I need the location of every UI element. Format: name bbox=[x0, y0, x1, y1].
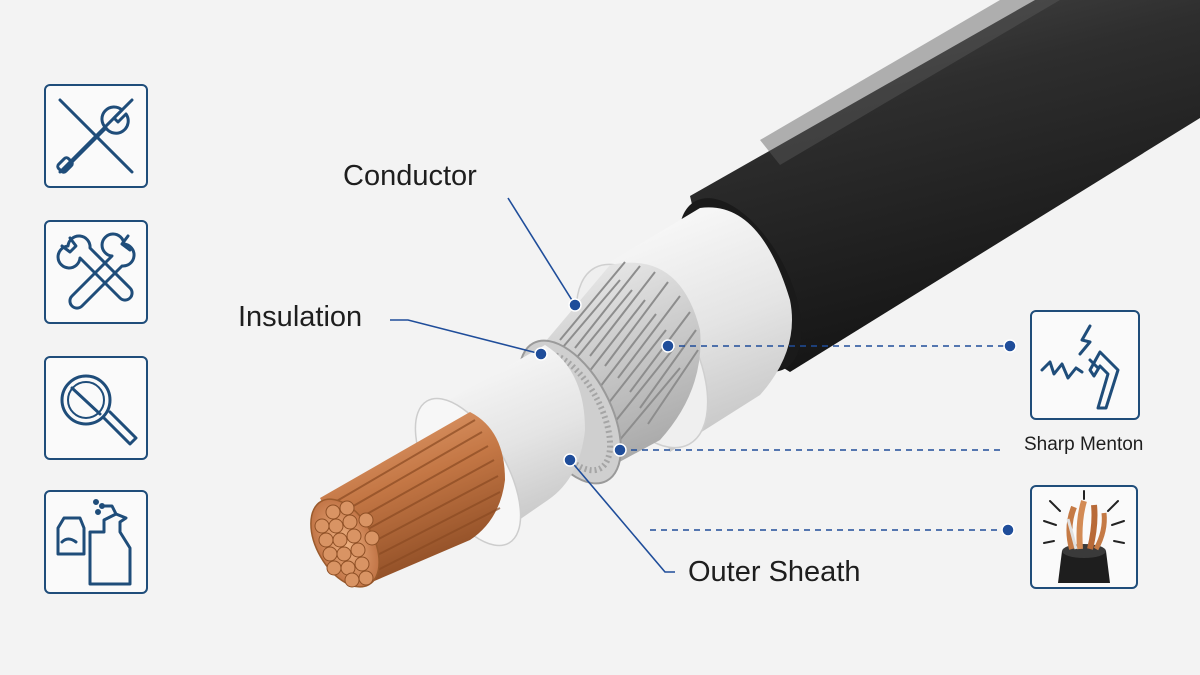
insulation-callout-line bbox=[390, 319, 542, 355]
outer-sheath-callout-line bbox=[569, 459, 675, 573]
conductor-callout-line bbox=[507, 197, 576, 306]
conductor-callout-dot bbox=[568, 298, 582, 312]
insulation-label: Insulation bbox=[238, 301, 363, 333]
outer-sheath-label: Outer Sheath bbox=[688, 556, 861, 588]
upper-dashed-start-dot bbox=[661, 339, 675, 353]
sharp-bend-damage-icon bbox=[1040, 324, 1120, 410]
magnifier-crossed-out-icon bbox=[60, 374, 138, 446]
callout-lines bbox=[390, 197, 1010, 573]
tools-icon bbox=[56, 232, 136, 310]
no-chemicals-icon-box bbox=[44, 490, 148, 594]
middle-dashed-start-dot bbox=[613, 443, 627, 457]
lower-dashed-end-dot bbox=[1001, 523, 1015, 537]
sharp-mention-label: Sharp Menton bbox=[1024, 434, 1144, 455]
sharp-bend-icon-box bbox=[1030, 310, 1140, 420]
upper-dashed-end-dot bbox=[1003, 339, 1017, 353]
callout-dots bbox=[534, 298, 1017, 537]
cleaning-chemicals-icon bbox=[56, 499, 132, 586]
no-inspection-icon-box bbox=[44, 356, 148, 460]
tools-crossed-out-icon bbox=[56, 98, 134, 174]
tools-icon-box bbox=[44, 220, 148, 324]
conductor-label: Conductor bbox=[343, 160, 477, 192]
no-tools-icon-box bbox=[44, 84, 148, 188]
exposed-wire-icon-box bbox=[1030, 485, 1138, 589]
outer-sheath-callout-dot bbox=[563, 453, 577, 467]
copper-conductor bbox=[310, 412, 505, 588]
insulation-callout-dot bbox=[534, 347, 548, 361]
exposed-wire-icon bbox=[1043, 490, 1125, 583]
